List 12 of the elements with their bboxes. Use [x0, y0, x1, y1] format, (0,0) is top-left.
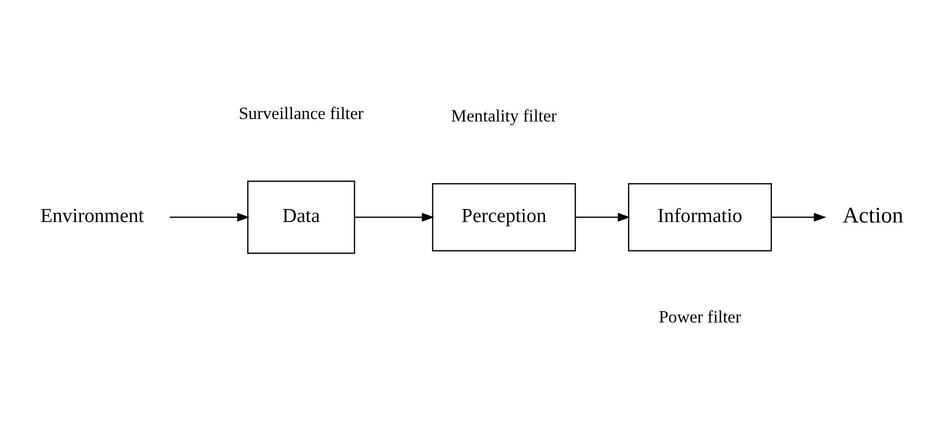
node-box: Informatio [628, 183, 772, 252]
label: Surveillance filter [238, 104, 364, 123]
node-box: Perception [432, 183, 576, 252]
label: Mentality filter [451, 106, 557, 126]
label: Power filter [658, 307, 742, 326]
node-box: Data [247, 180, 356, 254]
node-text: Environment [40, 204, 144, 227]
arrow [354, 212, 434, 222]
node-text: Action [842, 202, 904, 228]
arrow [170, 212, 250, 222]
arrow [576, 212, 630, 222]
arrow [772, 212, 826, 222]
